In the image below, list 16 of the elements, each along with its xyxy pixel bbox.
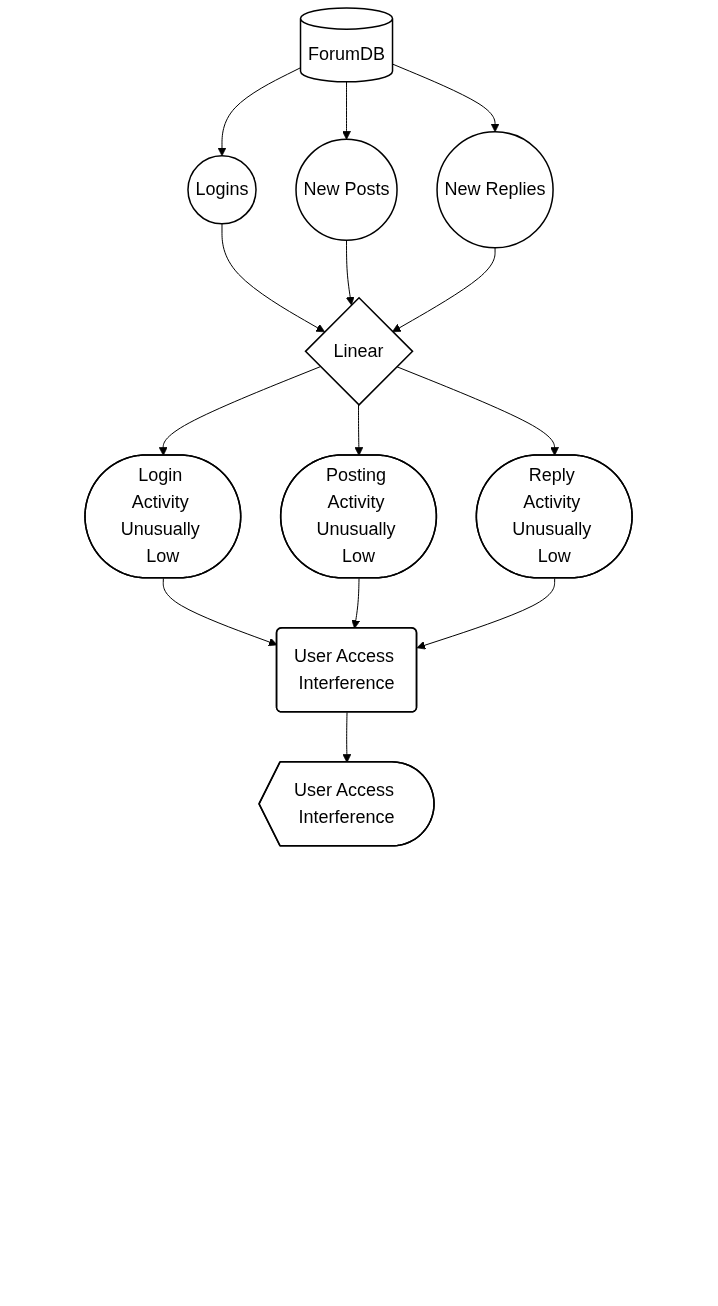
arrow <box>342 81 352 140</box>
node-circle: New Posts <box>295 138 399 242</box>
node-circle: New Replies <box>436 131 555 249</box>
node-circle: Logins <box>187 155 258 225</box>
arrow <box>221 223 326 333</box>
arrow <box>159 366 322 456</box>
arrow <box>417 577 556 650</box>
arrow <box>346 239 356 306</box>
arrow <box>218 67 302 157</box>
arrow <box>163 577 278 647</box>
arrow <box>396 366 560 456</box>
node-diamond: Linear <box>304 296 415 406</box>
arrow <box>354 404 364 456</box>
arrow <box>392 63 500 133</box>
arrow <box>392 247 497 333</box>
arrow <box>351 577 361 629</box>
